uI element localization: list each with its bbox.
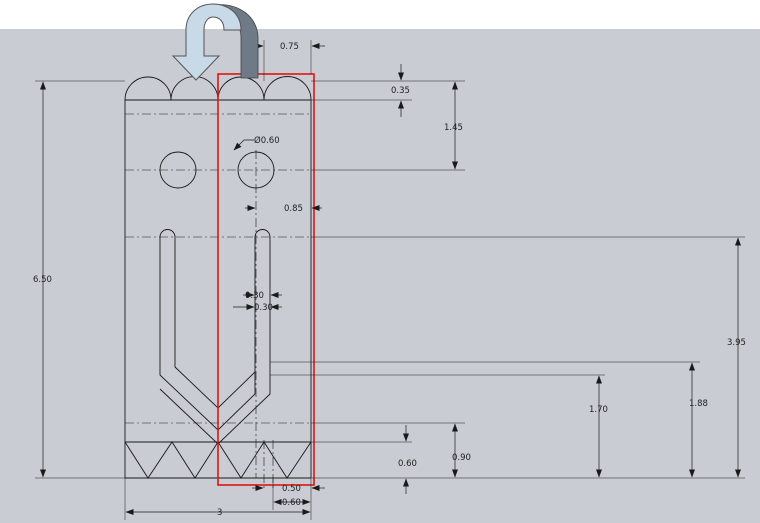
dim-label-085: 0.85 bbox=[284, 204, 303, 214]
drawing-sheet bbox=[0, 29, 760, 523]
dim-label-170: 1.70 bbox=[589, 405, 608, 415]
dim-label-395: 3.95 bbox=[727, 338, 746, 348]
dim-label-050: 0.50 bbox=[282, 484, 301, 494]
dim-label-035: 0.35 bbox=[391, 86, 410, 96]
extension-lines bbox=[35, 40, 745, 520]
v-slot-inner bbox=[174, 237, 256, 409]
dim-label-145: 1.45 bbox=[444, 123, 463, 133]
dim-label-3: 3 bbox=[217, 508, 222, 518]
diameter-leader bbox=[233, 139, 254, 151]
dim-label-060h: 0.60 bbox=[282, 498, 301, 508]
dim-label-090: 0.90 bbox=[452, 453, 471, 463]
dim-label-075: 0.75 bbox=[280, 42, 299, 52]
slot-left-cap bbox=[159, 229, 176, 238]
dimension-lines bbox=[40, 43, 741, 515]
dim-label-188: 1.88 bbox=[689, 399, 708, 409]
dim-label-060v: 0.60 bbox=[398, 459, 417, 469]
dim-label-diameter: Ø0.60 bbox=[254, 135, 280, 146]
curved-fold-arrow-icon bbox=[171, 3, 259, 81]
dim-label-650: 6.50 bbox=[33, 275, 52, 285]
dim-label-030b: 0.30 bbox=[254, 303, 273, 313]
dimension-labels: 0.75 0.35 1.45 Ø0.60 0.85 6.50 0.30 0.30… bbox=[33, 42, 746, 518]
dim-label-030a: 0.30 bbox=[245, 291, 264, 301]
fold-arrow-body bbox=[171, 3, 242, 81]
highlight-box bbox=[217, 73, 315, 486]
